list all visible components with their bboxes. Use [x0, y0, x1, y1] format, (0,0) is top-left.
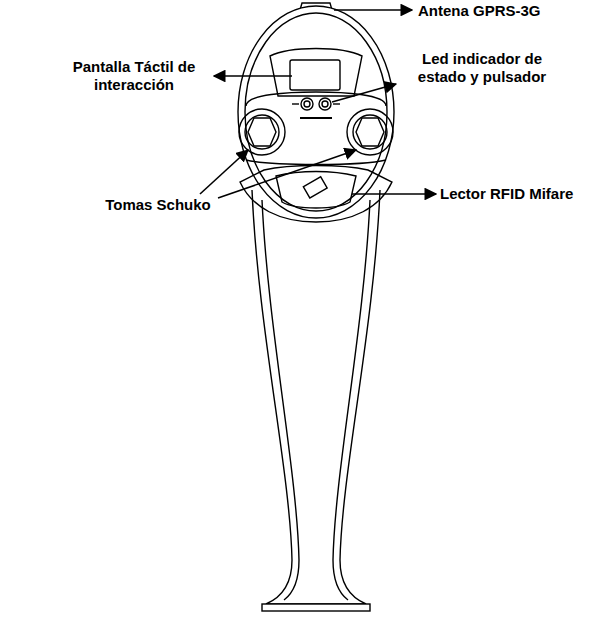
part-label: Antena GPRS-3G: [418, 2, 608, 20]
part-label: Tomas Schuko: [96, 196, 220, 214]
part-label: Pantalla Táctil de interacción: [56, 58, 212, 94]
part-label: Led indicador de estado y pulsador: [400, 50, 564, 86]
part-label: Lector RFID Mifare: [440, 185, 610, 203]
